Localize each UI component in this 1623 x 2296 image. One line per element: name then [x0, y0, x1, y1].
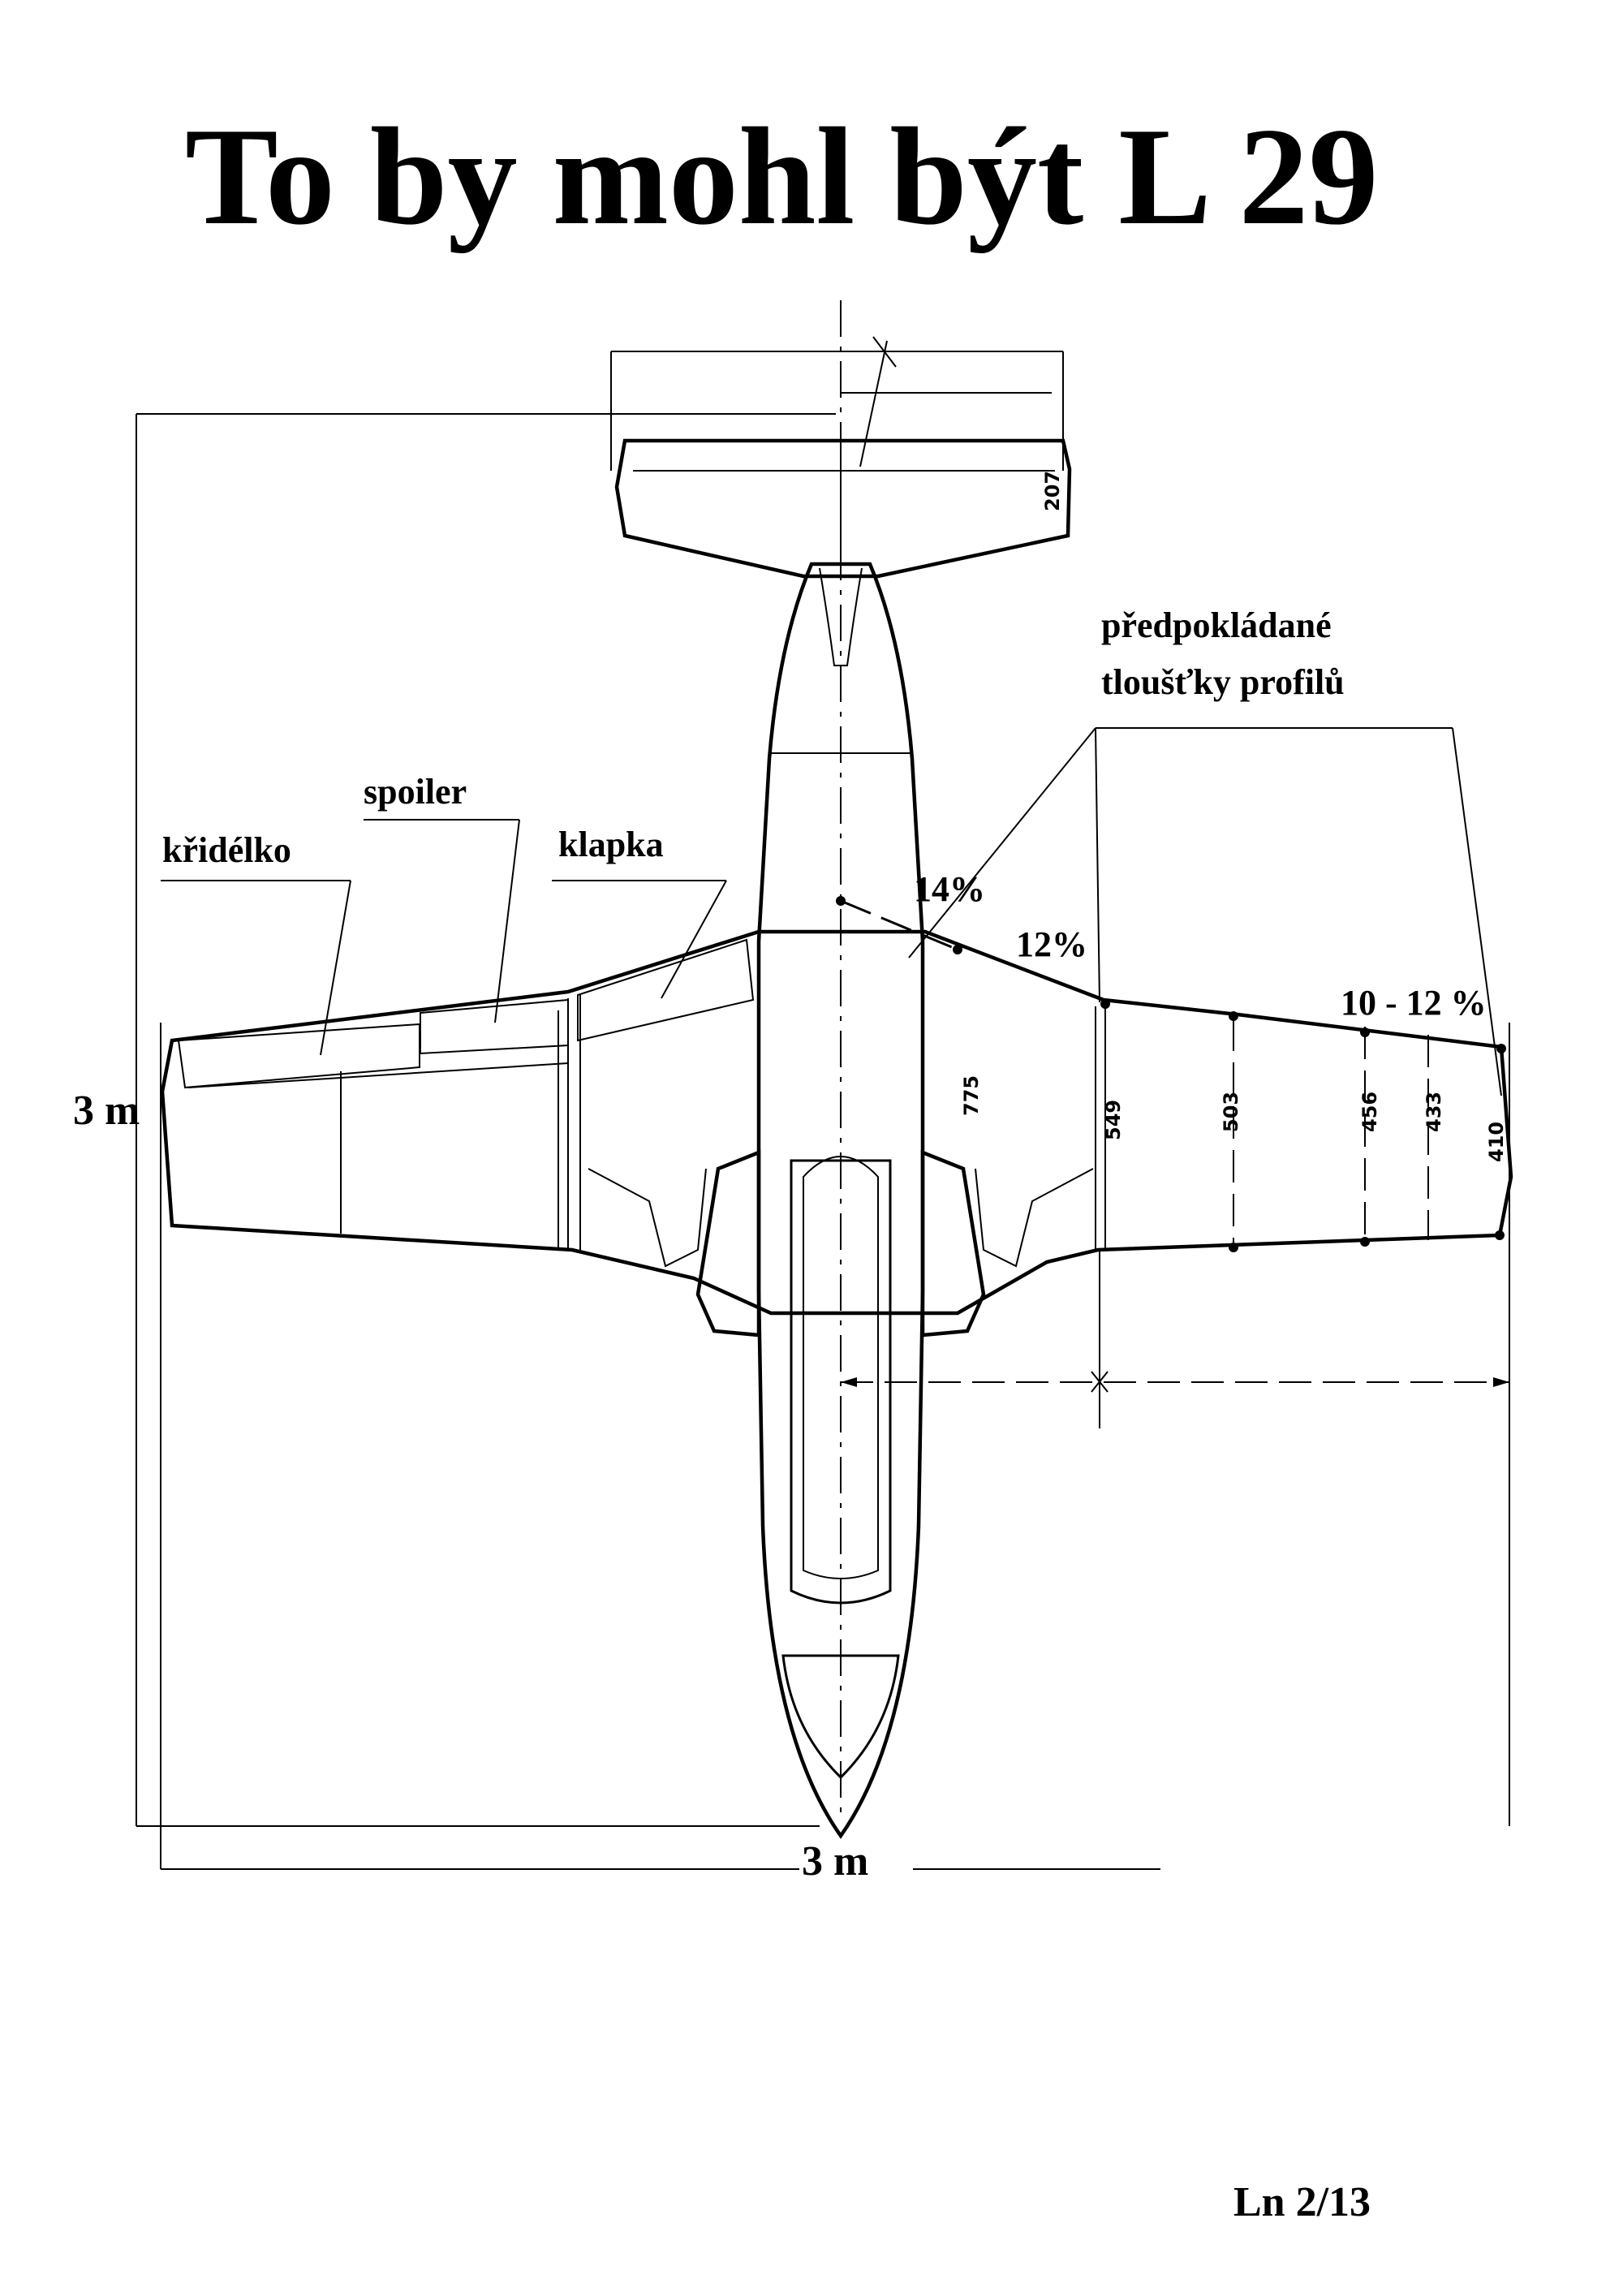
- wing: [160, 929, 1513, 1316]
- root-thickness-value: 775: [960, 1075, 983, 1116]
- canopy: [790, 1159, 892, 1605]
- spoiler-label: spoiler: [364, 772, 467, 812]
- tail-dimension-lines: [610, 336, 1064, 471]
- thickness-10-12-label: 10 - 12 %: [1341, 983, 1487, 1023]
- thickness-14-label: 14%: [914, 869, 985, 909]
- thickness-label-line2: tloušťky profilů: [1101, 662, 1345, 702]
- engine-intakes: [588, 1149, 1094, 1338]
- station-4-value: 433: [1423, 1092, 1445, 1132]
- station-3-value: 456: [1358, 1092, 1381, 1132]
- overall-dimension-lines: [136, 413, 1510, 1870]
- aileron-label: křidélko: [162, 830, 291, 870]
- span-dimension-label: 3 m: [73, 1088, 140, 1134]
- thickness-reference-line: [836, 896, 1506, 1252]
- tail-chord-value: 207: [1041, 471, 1064, 511]
- tip-chord-value: 410: [1485, 1122, 1508, 1162]
- label-leaders: [161, 727, 1502, 1096]
- page-reference: Ln 2/13: [1233, 2179, 1371, 2225]
- tailplane: [614, 438, 1072, 579]
- flap-label: klapka: [558, 825, 664, 864]
- flap: [577, 938, 755, 1042]
- span-dimension: [841, 1250, 1509, 1428]
- nose-cone: [781, 1654, 900, 1780]
- page-title: To by mohl být L 29: [185, 100, 1378, 254]
- fuselage: [756, 562, 925, 1839]
- thickness-label-line1: předpokládané: [1101, 605, 1332, 645]
- thickness-12-label: 12%: [1016, 924, 1087, 964]
- station-2-value: 503: [1220, 1092, 1242, 1132]
- length-dimension-label: 3 m: [802, 1838, 868, 1885]
- station-1-value: 549: [1102, 1100, 1125, 1140]
- spoiler: [420, 998, 569, 1055]
- aileron: [177, 1023, 420, 1089]
